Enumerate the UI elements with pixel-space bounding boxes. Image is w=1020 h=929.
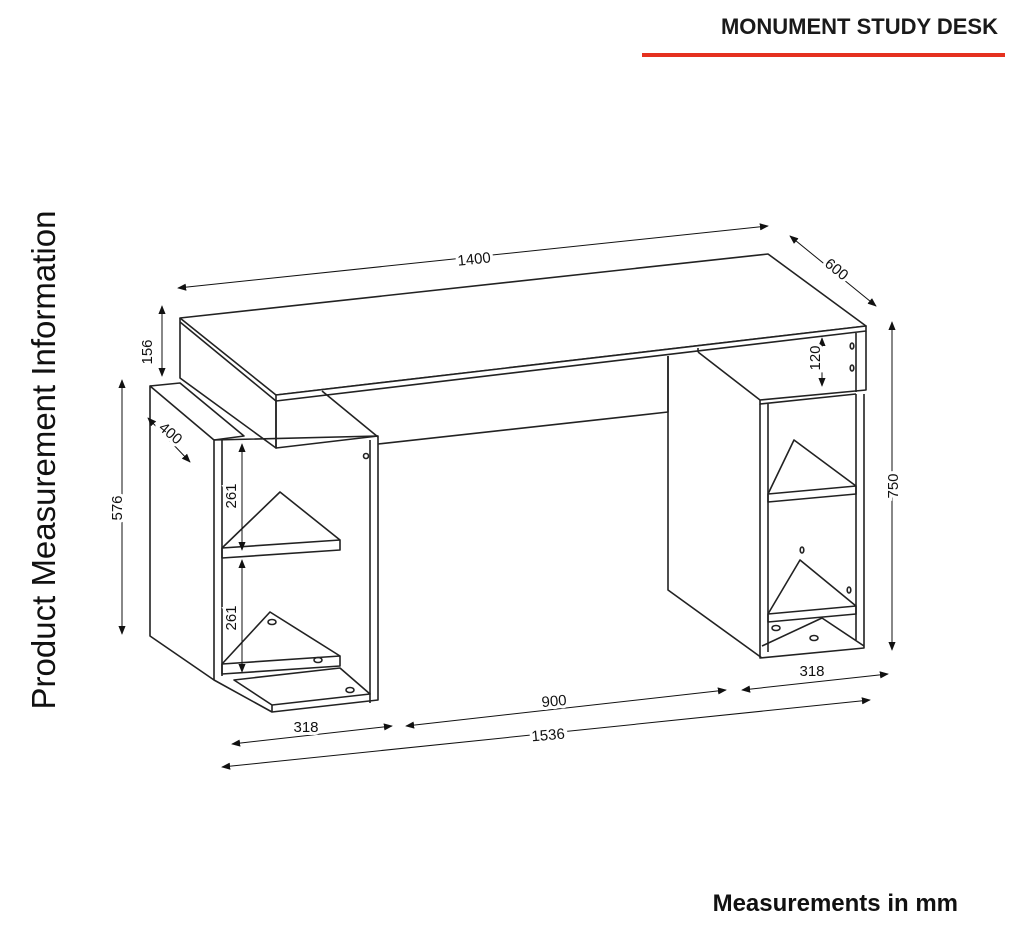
measurement-unit-note: Measurements in mm	[712, 890, 958, 917]
dimension-labels: 1400 600 156 400 576 261 261 120 750 318…	[106, 246, 905, 748]
right-upper-shelf	[767, 485, 857, 503]
desk-line-art	[149, 253, 867, 713]
dim-label-1400: 1400	[457, 249, 492, 269]
dim-label-600: 600	[821, 255, 851, 284]
dim-label-318-right: 318	[799, 663, 824, 680]
dim-label-576: 576	[109, 495, 126, 520]
dim-label-1536: 1536	[531, 726, 566, 746]
page-title: MONUMENT STUDY DESK	[720, 14, 998, 39]
dim-line-1400	[177, 223, 769, 291]
dim-line-400	[147, 417, 191, 463]
right-pedestal-front	[759, 394, 865, 659]
dim-label-750: 750	[885, 473, 902, 498]
left-pedestal-front	[213, 435, 379, 713]
dimension-lines	[118, 223, 896, 770]
left-middle-shelf	[221, 539, 341, 559]
desk-top-surface	[179, 253, 867, 396]
dim-label-156: 156	[139, 339, 156, 364]
left-bottom-plank	[233, 667, 371, 706]
right-lower-shelf	[767, 605, 857, 623]
dim-line-318-right	[741, 671, 889, 693]
right-pedestal-side	[667, 356, 763, 659]
dim-label-261-lower: 261	[223, 605, 240, 630]
dim-line-1536	[221, 697, 871, 770]
dim-label-400: 400	[155, 419, 185, 448]
dim-label-261-upper: 261	[223, 483, 240, 508]
left-top-box	[179, 322, 277, 449]
dim-label-318-left: 318	[293, 719, 318, 736]
dim-label-900: 900	[541, 692, 567, 711]
desk-top-front-edge	[275, 325, 867, 402]
title-underline	[642, 53, 1005, 57]
dim-line-600	[789, 235, 877, 307]
right-bottom-plank	[761, 617, 865, 647]
dim-label-120: 120	[807, 345, 824, 370]
right-top-cubby	[697, 331, 867, 401]
